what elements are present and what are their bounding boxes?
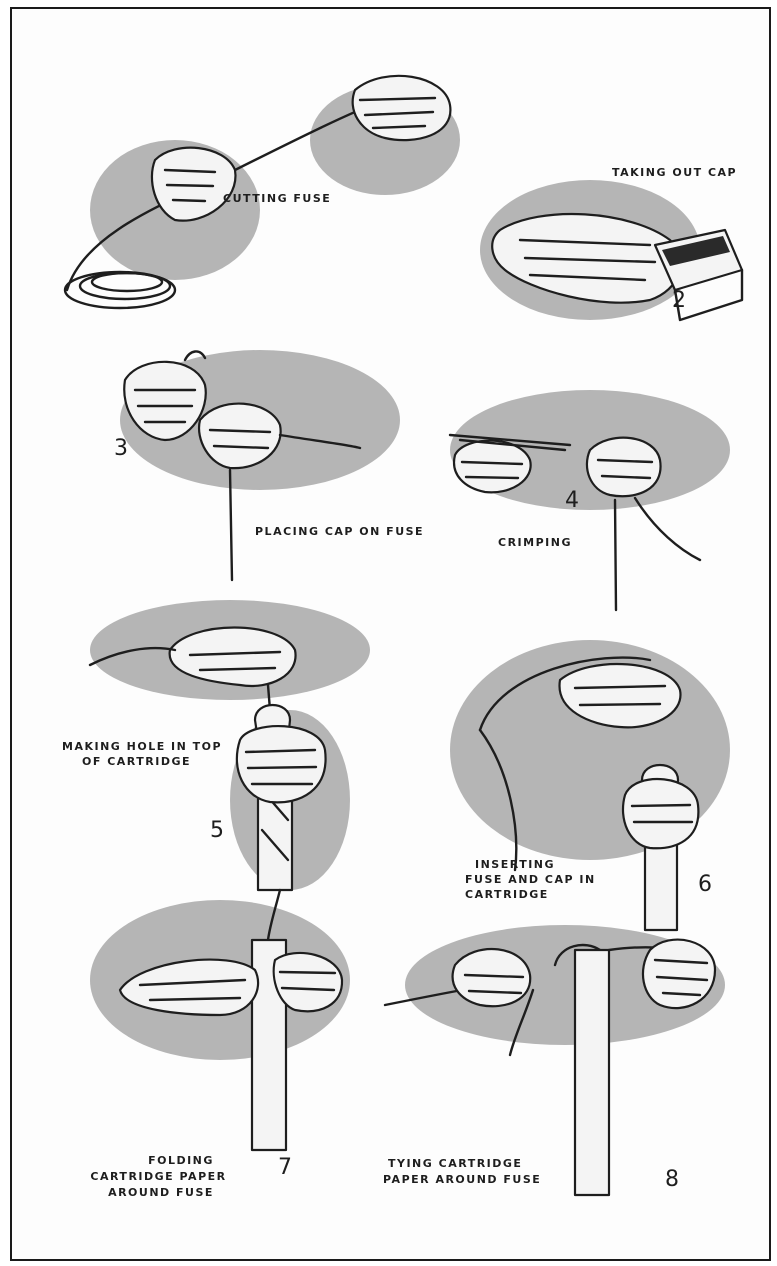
step-8-caption-line-2: PAPER AROUND FUSE xyxy=(383,1173,541,1187)
step-4-drawing xyxy=(440,380,730,615)
step-8-caption-line-1: TYING CARTRIDGE xyxy=(388,1157,522,1171)
step-2-drawing xyxy=(480,150,760,360)
step-7-drawing xyxy=(80,880,380,1170)
step-8-number: 8 xyxy=(665,1167,679,1192)
step-5-caption-line-2: OF CARTRIDGE xyxy=(82,755,191,769)
step-6-inserting-fuse-illustration: INSERTING FUSE AND CAP IN CARTRIDGE 6 xyxy=(440,630,740,940)
step-4-caption: CRIMPING xyxy=(498,536,572,550)
step-7-folding-paper-illustration: FOLDING 7 xyxy=(80,880,380,1170)
step-5-caption-line-1: MAKING HOLE IN TOP xyxy=(62,740,222,754)
step-7-caption-line-3: AROUND FUSE xyxy=(106,1186,216,1200)
step-6-caption-line-2: FUSE AND CAP IN xyxy=(465,873,596,887)
step-4-crimping-illustration: 4 CRIMPING xyxy=(440,380,730,615)
step-7-caption-line-1-text: FOLDING xyxy=(126,1154,236,1168)
step-7-caption-line-2: CARTRIDGE PAPER xyxy=(76,1170,241,1184)
step-5-number: 5 xyxy=(210,818,224,843)
step-1-cutting-fuse-illustration: CUTTING FUSE xyxy=(55,60,495,330)
step-3-number: 3 xyxy=(114,436,128,461)
step-2-taking-out-cap-illustration: TAKING OUT CAP 2 xyxy=(480,150,760,360)
step-6-number: 6 xyxy=(698,872,712,897)
step-3-placing-cap-illustration: 3 PLACING CAP ON FUSE xyxy=(110,340,430,590)
step-1-caption: CUTTING FUSE xyxy=(223,192,331,206)
step-6-caption-line-3: CARTRIDGE xyxy=(465,888,549,902)
step-5-making-hole-illustration: MAKING HOLE IN TOP OF CARTRIDGE 5 xyxy=(50,590,380,900)
step-4-number: 4 xyxy=(565,488,579,513)
step-2-caption: TAKING OUT CAP xyxy=(612,166,737,180)
step-6-caption-line-1: INSERTING xyxy=(475,858,555,872)
step-3-drawing xyxy=(110,340,430,590)
step-7-number: 7 xyxy=(278,1155,292,1180)
step-3-caption: PLACING CAP ON FUSE xyxy=(255,525,424,539)
step-2-number: 2 xyxy=(672,288,686,313)
